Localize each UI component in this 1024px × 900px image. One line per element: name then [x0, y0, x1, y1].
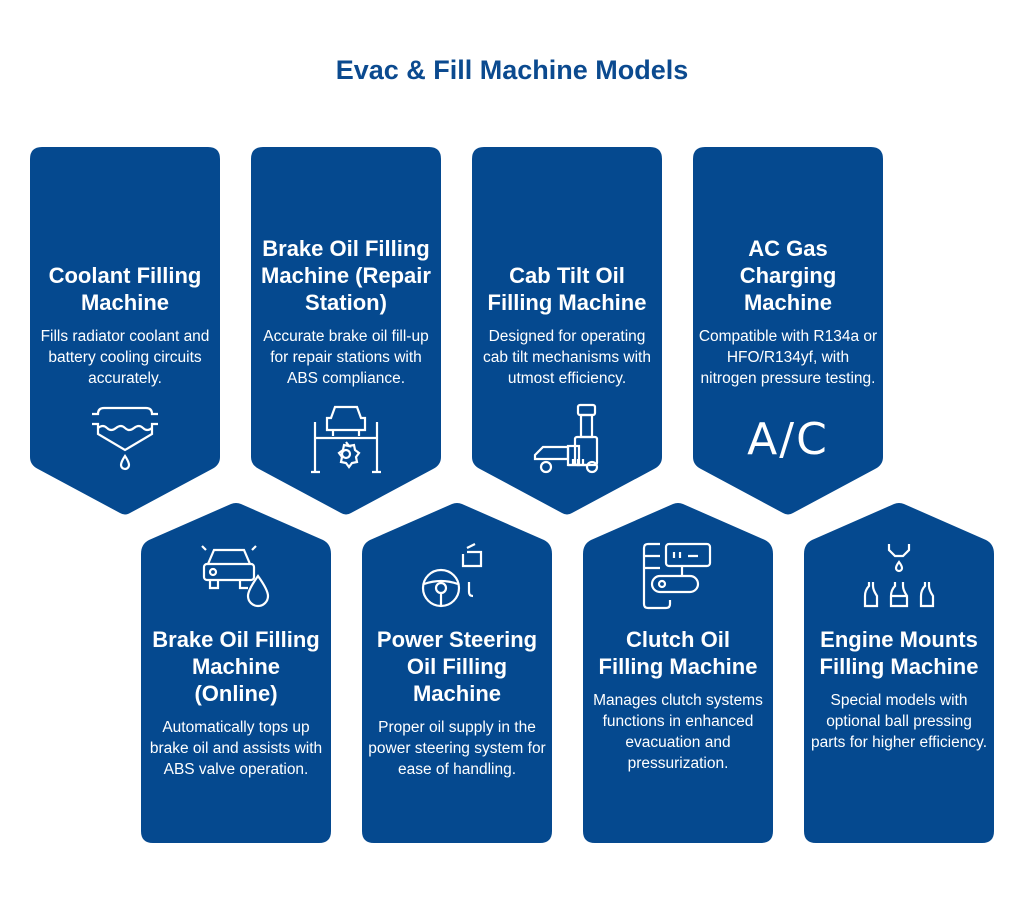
card-title: Cab Tilt Oil Filling Machine — [487, 263, 647, 315]
card-brake-oil-repair-station: Brake Oil Filling Machine (Repair Statio… — [251, 147, 441, 515]
card-ac-gas-charging-machine: AC Gas Charging Machine Compatible with … — [693, 147, 883, 515]
card-clutch-oil-filling-machine: Clutch Oil Filling Machine Manages clutc… — [583, 502, 773, 843]
card-title: AC Gas Charging Machine — [739, 236, 837, 315]
card-description: Compatible with R134a or HFO/R134yf, wit… — [698, 328, 878, 387]
card-description: Automatically tops up brake oil and assi… — [149, 719, 323, 778]
card-cab-tilt-oil-filling-machine: Cab Tilt Oil Filling Machine Designed fo… — [472, 147, 662, 515]
ac-icon: A/C — [747, 413, 829, 465]
card-description: Accurate brake oil fill-up for repair st… — [263, 328, 429, 387]
card-engine-mounts-filling-machine: Engine Mounts Filling Machine Special mo… — [804, 502, 994, 843]
card-description: Fills radiator coolant and battery cooli… — [40, 328, 210, 387]
card-title: Brake Oil Filling Machine (Online) — [152, 627, 320, 706]
card-title: Engine Mounts Filling Machine — [819, 627, 979, 679]
card-power-steering-oil-filling-machine: Power Steering Oil Filling Machine Prope… — [362, 502, 552, 843]
card-title: Brake Oil Filling Machine (Repair Statio… — [261, 236, 431, 315]
card-title: Coolant Filling Machine — [48, 263, 202, 315]
card-description: Designed for operating cab tilt mechanis… — [483, 328, 651, 387]
coolant-tank-icon — [90, 403, 160, 475]
page-title: Evac & Fill Machine Models — [335, 55, 689, 85]
card-title: Power Steering Oil Filling Machine — [376, 627, 538, 706]
steering-wheel-icon — [419, 540, 495, 612]
card-description: Manages clutch systems functions in enha… — [593, 692, 763, 772]
car-lift-gear-icon — [311, 403, 381, 475]
clutch-pedal-icon — [642, 540, 714, 612]
hydraulic-jack-icon — [531, 403, 603, 475]
card-coolant-filling-machine: Coolant Filling Machine Fills radiator c… — [30, 147, 220, 515]
card-brake-oil-online: Brake Oil Filling Machine (Online) Autom… — [141, 502, 331, 843]
card-description: Special models with optional ball pressi… — [810, 692, 988, 751]
card-description: Proper oil supply in the power steering … — [368, 719, 546, 778]
card-title: Clutch Oil Filling Machine — [598, 627, 758, 679]
car-oil-drop-icon — [200, 540, 272, 612]
bottle-filling-icon — [863, 540, 935, 612]
